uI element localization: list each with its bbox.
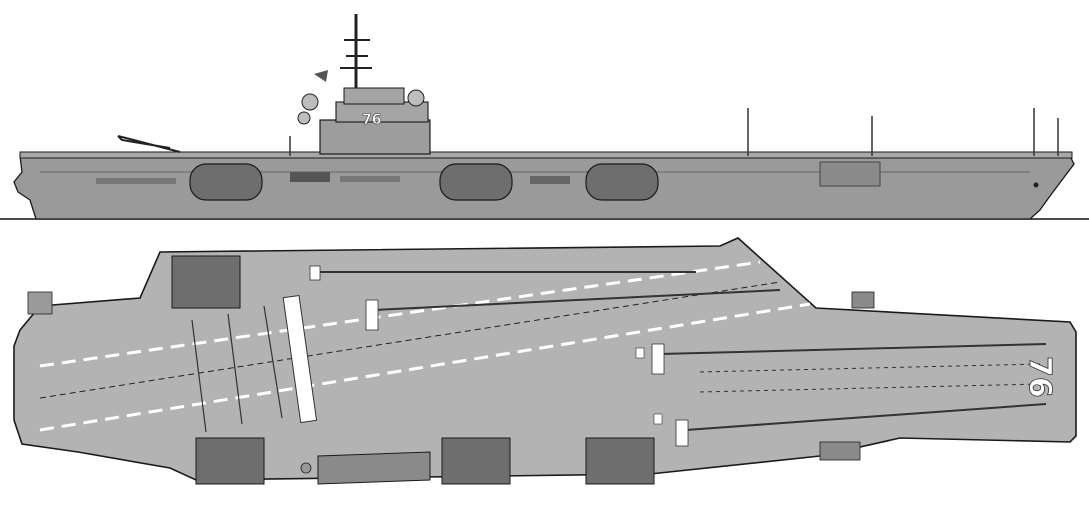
hull-detail: [530, 176, 570, 184]
deck-hull-number: 76: [1022, 356, 1057, 398]
blast-deflector-3: [651, 343, 665, 375]
island-hull-number: 76: [362, 112, 381, 128]
deck-elevator-4: [585, 437, 655, 485]
hull-detail: [96, 178, 176, 184]
deck-guide: [699, 383, 1041, 393]
sponson-plan: [27, 291, 53, 315]
plan-island: [317, 451, 431, 485]
sponson: [819, 161, 881, 187]
arresting-wires: [191, 305, 283, 433]
hull-detail: [290, 172, 330, 182]
deck-elevator-3: [441, 437, 511, 485]
catapult-2: [373, 289, 781, 311]
elevator-opening-3: [585, 163, 659, 201]
catapult-3: [659, 343, 1047, 355]
catapult-4: [685, 403, 1047, 431]
flight-deck-edge: [19, 151, 1073, 159]
plan-view: 76: [13, 237, 1077, 485]
hawse-pipe: [1033, 182, 1039, 188]
deck-guide: [699, 363, 1041, 373]
profile-view: 76: [0, 14, 1089, 220]
hull-detail: [340, 176, 400, 182]
island: 76: [297, 14, 431, 155]
angled-deck-edge-2: [39, 260, 761, 368]
blast-deflector-2: [365, 299, 379, 331]
elevator-opening-1: [189, 163, 263, 201]
blast-deflector-1: [309, 265, 321, 281]
sponson-plan: [851, 291, 875, 309]
elevator-opening-2: [439, 163, 513, 201]
sponson-plan: [819, 441, 861, 461]
crane: [117, 135, 181, 153]
radome-plan: [300, 462, 312, 474]
deck-marker: [653, 413, 663, 425]
deck-elevator-1: [171, 255, 241, 309]
blast-deflector-4: [675, 419, 689, 447]
barricade: [282, 294, 318, 424]
hull-side: [13, 155, 1075, 220]
landing-centerline: [39, 302, 811, 432]
angled-deck-edge: [39, 281, 781, 399]
deck-marker: [635, 347, 645, 359]
deck-elevator-2: [195, 437, 265, 485]
flight-deck: [13, 237, 1077, 481]
